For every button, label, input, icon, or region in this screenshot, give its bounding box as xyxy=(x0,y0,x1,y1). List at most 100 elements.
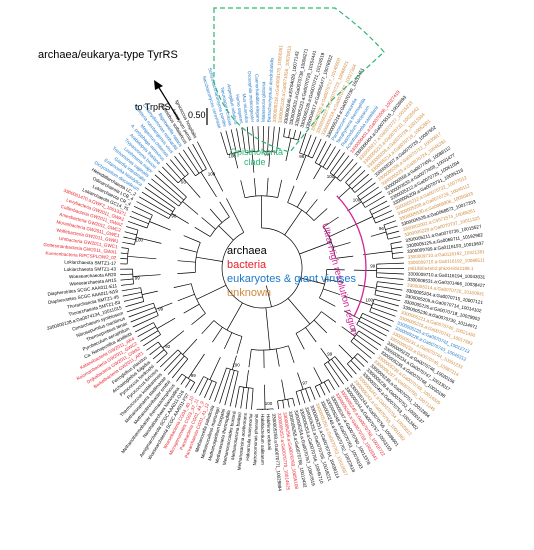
subclade-stem xyxy=(285,138,292,162)
group-stem xyxy=(266,177,269,196)
leaf-branch xyxy=(362,312,392,327)
leaf-branch xyxy=(392,257,404,259)
subclade-stem xyxy=(155,302,173,310)
leaf-branch xyxy=(362,191,382,204)
leaf-branch xyxy=(353,337,376,355)
bootstrap-value: 99 xyxy=(158,307,164,312)
leaf-branch xyxy=(123,296,143,302)
subclade-arc xyxy=(157,341,168,354)
leaf-branch xyxy=(246,126,251,152)
group-stem xyxy=(219,201,230,218)
leaf-branch xyxy=(329,152,345,174)
leaf-branch xyxy=(126,226,139,231)
group-stem xyxy=(296,191,307,208)
subclade-stem xyxy=(320,347,330,361)
subclade-arc xyxy=(374,281,378,295)
cluster-stem xyxy=(218,225,234,241)
leaf-branch xyxy=(334,356,353,378)
leaf-branch xyxy=(156,353,168,364)
cluster-stem xyxy=(299,241,332,255)
leaf-branch xyxy=(245,387,249,410)
leaf-branch xyxy=(143,334,161,347)
subclade-stem xyxy=(132,274,161,277)
leaf-branch xyxy=(220,131,228,155)
leaf-branch xyxy=(283,127,286,137)
subclade-stem xyxy=(156,317,176,330)
leaf-label: Haloferax volcanii xyxy=(266,414,272,450)
cluster-stem xyxy=(196,284,227,300)
leaf-branch xyxy=(373,298,399,307)
bootstrap-value: 100 xyxy=(353,198,361,203)
leaf-branch xyxy=(305,388,311,402)
leaf-branch xyxy=(121,247,129,249)
leaf-branch xyxy=(141,191,174,212)
bootstrap-value: 99 xyxy=(135,276,141,281)
leaf-branch xyxy=(358,320,387,337)
bootstrap-value: 100 xyxy=(265,401,273,406)
subclade-stem xyxy=(281,379,286,400)
group-stem xyxy=(288,345,295,363)
group-stem xyxy=(287,185,295,203)
figure-title: archaea/eukarya-type TyrRS xyxy=(38,49,178,61)
leaf-branch xyxy=(345,166,362,183)
leaf-branch xyxy=(159,349,179,368)
subclade-stem xyxy=(264,384,266,410)
cluster-stem xyxy=(284,209,303,236)
leaf-branch xyxy=(298,131,302,141)
group-stem xyxy=(319,297,336,307)
leaf-branch xyxy=(166,162,182,181)
bootstrap-value: 99 xyxy=(370,264,376,269)
subclade-stem xyxy=(127,255,157,260)
subclade-stem xyxy=(341,326,356,337)
subclade-stem xyxy=(313,165,322,180)
subclade-stem xyxy=(142,290,158,295)
root-label: to TrpRS xyxy=(135,102,171,112)
group-stem xyxy=(277,179,283,198)
leaf-branch xyxy=(293,129,296,139)
leaf-branch xyxy=(303,134,312,155)
root-arrow-head xyxy=(154,80,163,90)
group-stem xyxy=(183,235,201,243)
leaf-branch xyxy=(240,387,245,409)
subclade-stem xyxy=(337,187,351,199)
leaf-branch xyxy=(180,376,187,385)
leaf-branch xyxy=(299,132,307,154)
leaf-branch xyxy=(139,196,171,216)
subclade-stem xyxy=(343,310,360,320)
leaf-branch xyxy=(336,158,354,179)
bootstrap-value: 96 xyxy=(379,226,385,231)
group-stem xyxy=(295,333,305,350)
bootstrap-value: 97 xyxy=(302,381,308,386)
leaf-label: Methanosarcina acetivorans xyxy=(237,412,248,470)
leaf-branch xyxy=(140,330,159,342)
bootstrap-value: 99 xyxy=(327,352,333,357)
subclade-arc xyxy=(369,299,375,312)
leaf-branch xyxy=(185,379,191,388)
leaf-branch xyxy=(360,316,390,332)
bootstrap-value: 99 xyxy=(264,151,270,156)
subclade-stem xyxy=(149,221,171,231)
leaf-label: pt619b0a4eb2:phkXH5SI2188.1 xyxy=(408,266,474,271)
subclade-stem xyxy=(209,356,221,380)
leaf-branch xyxy=(151,178,182,204)
leaf-branch xyxy=(292,398,295,407)
leaf-branch xyxy=(333,155,350,176)
group-stem xyxy=(253,178,257,197)
subclade-stem xyxy=(362,250,393,256)
leaf-branch xyxy=(331,358,349,382)
leaf-branch xyxy=(170,159,186,178)
leaf-branch xyxy=(235,386,240,408)
leaf-branch xyxy=(375,215,395,224)
group-stem xyxy=(194,227,211,237)
leaf-label: Lokiarchaeota SMTZ1-17 xyxy=(64,259,116,266)
leaf-branch xyxy=(391,246,403,249)
subclade-stem xyxy=(187,353,205,379)
leaf-branch xyxy=(147,182,180,207)
leaf-branch xyxy=(146,341,159,351)
leaf-branch xyxy=(377,281,404,286)
group-stem xyxy=(240,180,246,198)
subclade-arc xyxy=(299,152,313,159)
leaf-branch xyxy=(277,400,279,410)
leaf-branch xyxy=(282,400,285,409)
